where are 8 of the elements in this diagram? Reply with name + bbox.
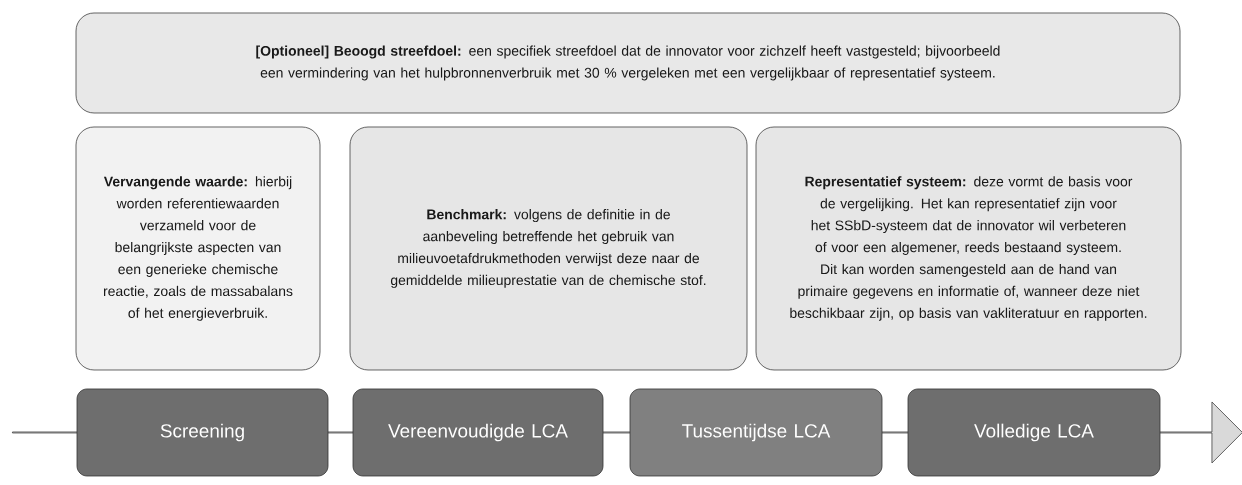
stage-box: Screening bbox=[76, 388, 329, 477]
stage-box: Volledige LCA bbox=[907, 388, 1161, 477]
text-box: Representatief systeem: deze vormt de basis voor de vergelijking. Het kan representatief zijn voor het SSbD-systeem dat de innovator wil verbeteren of voor een algemener, reeds bestaand systeem. Dit kan worden samengesteld aan de hand van primaire gegevens en informatie of, wanneer deze niet beschikbaar zijn, op basis van vakliteratuur en rapporten. bbox=[755, 126, 1182, 371]
text-box: [Optioneel] Beoogd streefdoel: een specifiek streefdoel dat de innovator voor zichzelf heeft vastgesteld; bijvoorbeeld een vermindering van het hulpbronnenverbruik met 30 % vergeleken met een vergelijkbaar of representatief systeem. bbox=[75, 12, 1181, 114]
stage-box: Tussentijdse LCA bbox=[629, 388, 883, 477]
text-box: Vervangende waarde: hierbij worden referentiewaarden verzameld voor de belangrijkste aspecten van een generieke chemische reactie, zoals de massabalans of het energieverbruik. bbox=[75, 126, 321, 371]
text-box: Benchmark: volgens de definitie in de aanbeveling betreffende het gebruik van milieuvoetafdrukmethoden verwijst deze naar de gemiddelde milieuprestatie van de chemische stof. bbox=[349, 126, 748, 371]
stage-box: Vereenvoudigde LCA bbox=[352, 388, 604, 477]
